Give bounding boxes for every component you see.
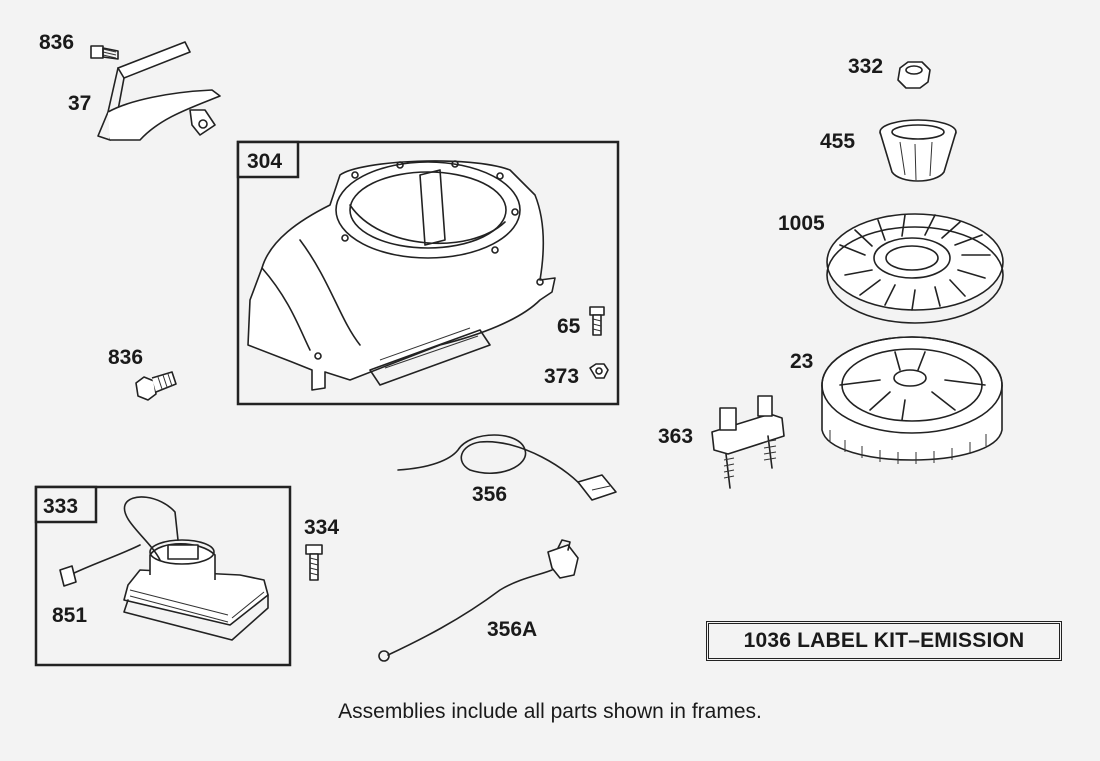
label-356a: 356A <box>487 618 537 641</box>
label-kit-emission-text: 1036 LABEL KIT–EMISSION <box>743 629 1025 652</box>
label-23: 23 <box>790 350 813 373</box>
label-333: 333 <box>43 495 78 518</box>
screw-65 <box>589 306 605 336</box>
label-334: 334 <box>304 516 339 539</box>
nut-332 <box>897 61 931 89</box>
frame-333 <box>34 485 292 667</box>
label-836-top: 836 <box>39 31 74 54</box>
label-kit-emission-box: 1036 LABEL KIT–EMISSION <box>706 621 1062 661</box>
armature-333 <box>59 496 269 641</box>
screw-334 <box>305 544 323 581</box>
label-356: 356 <box>472 483 507 506</box>
bracket-363 <box>711 395 785 489</box>
cup-455 <box>879 119 957 182</box>
bolt-836-mid <box>135 371 177 401</box>
label-332: 332 <box>848 55 883 78</box>
bolt-836-top <box>90 45 119 60</box>
frame-304-tag <box>236 140 300 179</box>
label-304: 304 <box>247 150 282 173</box>
label-836-mid: 836 <box>108 346 143 369</box>
flywheel-23 <box>821 336 1003 464</box>
label-455: 455 <box>820 130 855 153</box>
wire-356 <box>397 434 617 501</box>
label-65: 65 <box>557 315 581 338</box>
label-851: 851 <box>52 604 87 627</box>
fan-1005 <box>826 213 1004 324</box>
label-1005: 1005 <box>778 212 825 235</box>
deflector-37 <box>97 41 221 141</box>
label-373: 373 <box>544 365 579 388</box>
wire-356a <box>378 539 579 662</box>
frame-304 <box>236 140 620 406</box>
frame-333-tag <box>34 485 98 524</box>
label-363: 363 <box>658 425 693 448</box>
assemblies-footnote: Assemblies include all parts shown in fr… <box>338 700 762 723</box>
blower-housing-304 <box>247 160 556 391</box>
nut-373 <box>589 363 609 379</box>
label-37: 37 <box>68 92 91 115</box>
